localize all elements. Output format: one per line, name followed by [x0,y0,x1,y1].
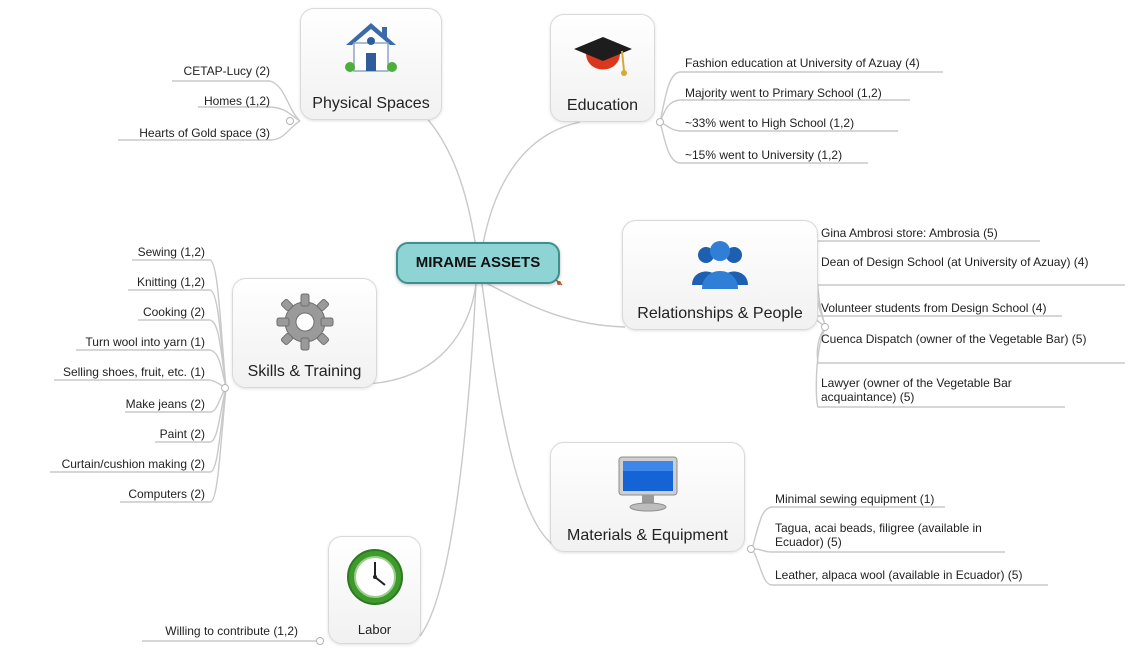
materials-item[interactable]: Tagua, acai beads, filigree (available i… [775,521,982,549]
skills-item[interactable]: Computers (2) [128,487,205,501]
branch-physical-spaces [424,115,479,263]
branch-skills [365,283,477,385]
relationships-item[interactable]: Lawyer (owner of the Vegetable Bar acqua… [821,376,1012,404]
topic-materials-equipment-label: Materials & Equipment [567,527,728,544]
gear-icon [274,291,336,358]
collapse-dot[interactable] [747,545,755,553]
skills-item[interactable]: Sewing (1,2) [137,245,205,259]
relationships-item[interactable]: Volunteer students from Design School (4… [821,301,1047,315]
branch-relationships [483,281,626,328]
clock-icon [345,547,405,612]
education-item[interactable]: Fashion education at University of Azuay… [685,56,920,70]
branch-labor [419,283,477,637]
skills-item[interactable]: Curtain/cushion making (2) [61,457,205,471]
collapse-dot[interactable] [316,637,324,645]
topic-labor-label: Labor [357,622,392,637]
graduation-cap-icon [572,31,634,92]
topic-relationships-people-label: Relationships & People [637,305,803,322]
monitor-icon [617,455,679,518]
branch-education [479,121,581,263]
topic-physical-spaces[interactable]: Physical Spaces [300,8,442,120]
topic-education-label: Education [566,97,639,114]
skills-item[interactable]: Selling shoes, fruit, etc. (1) [62,365,205,379]
topic-skills-training-label: Skills & Training [247,363,362,380]
skills-item[interactable]: Knitting (1,2) [136,275,205,289]
relationships-item[interactable]: Cuenca Dispatch (owner of the Vegetable … [821,332,1087,346]
topic-materials-equipment[interactable]: Materials & Equipment [550,442,745,552]
relationships-item[interactable]: Gina Ambrosi store: Ambrosia (5) [821,226,998,240]
labor-item[interactable]: Willing to contribute (1,2) [165,624,298,638]
collapse-dot[interactable] [286,117,294,125]
skills-item[interactable]: Turn wool into yarn (1) [85,335,205,349]
topic-skills-training[interactable]: Skills & Training [232,278,377,388]
collapse-dot[interactable] [656,118,664,126]
collapse-dot[interactable] [221,384,229,392]
relationships-item[interactable]: Dean of Design School (at University of … [821,255,1089,269]
skills-item[interactable]: Cooking (2) [142,305,205,319]
physical-spaces-item[interactable]: CETAP-Lucy (2) [183,64,270,78]
collapse-dot[interactable] [821,323,829,331]
topic-relationships-people[interactable]: Relationships & People [622,220,818,330]
house-icon [342,19,400,80]
materials-item[interactable]: Minimal sewing equipment (1) [775,492,935,506]
education-item[interactable]: Majority went to Primary School (1,2) [685,86,882,100]
people-icon [688,239,752,296]
skills-item[interactable]: Make jeans (2) [125,397,205,411]
education-item[interactable]: ~33% went to High School (1,2) [685,116,855,130]
central-topic[interactable]: MIRAME ASSETS [396,242,560,284]
topic-education[interactable]: Education [550,14,655,122]
physical-spaces-item[interactable]: Hearts of Gold space (3) [139,126,270,140]
branch-materials [481,283,561,550]
topic-labor[interactable]: Labor [328,536,421,644]
physical-spaces-item[interactable]: Homes (1,2) [203,94,270,108]
topic-physical-spaces-label: Physical Spaces [312,95,430,112]
education-item[interactable]: ~15% went to University (1,2) [685,148,843,162]
skills-item[interactable]: Paint (2) [159,427,205,441]
materials-item[interactable]: Leather, alpaca wool (available in Ecuad… [775,568,1023,582]
